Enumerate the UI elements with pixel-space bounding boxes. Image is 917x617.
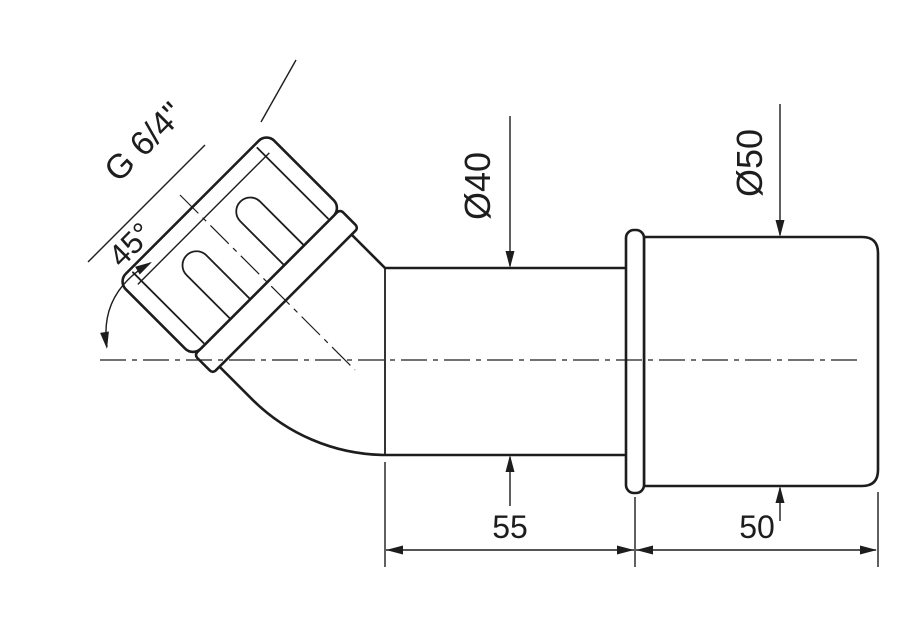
fitting-body — [217, 232, 632, 457]
label-outlet-length: 50 — [739, 509, 775, 545]
dimension-outlet-diameter: Ø50 — [729, 104, 785, 521]
nut-hex-edge-right — [256, 146, 329, 220]
dim-d50-arrow-bottom — [775, 486, 785, 503]
angle-arc-arrow-top — [135, 262, 152, 275]
angle-arc-arrow-bottom — [100, 331, 109, 349]
label-outlet-diameter: Ø50 — [729, 129, 770, 197]
outlet-pipe-outline — [642, 235, 880, 488]
angle-ref-line — [87, 144, 206, 263]
dim-55-arrow-left — [386, 545, 403, 555]
outlet-section — [624, 228, 880, 495]
dimension-outlet-length: 50 — [636, 492, 879, 567]
dim-50-arrow-left — [636, 545, 653, 555]
nut-grip-slot-1 — [181, 250, 252, 320]
dim-d40-arrow-top — [505, 251, 515, 268]
label-thread-size: G 6/4" — [97, 95, 191, 189]
centerline-diagonal — [179, 194, 356, 371]
label-inlet-diameter: Ø40 — [457, 152, 498, 220]
fitting-body-outline — [217, 232, 632, 457]
thread-leader-line — [260, 59, 297, 123]
dim-d50-arrow-top — [775, 220, 785, 237]
centerlines — [100, 194, 858, 371]
dim-50-arrow-right — [860, 545, 877, 555]
flange-ring — [624, 228, 646, 495]
dimension-body-length: 55 — [384, 462, 636, 567]
dim-d40-arrow-bottom — [505, 455, 515, 472]
label-body-length: 55 — [492, 509, 528, 545]
dim-55-arrow-right — [617, 545, 634, 555]
dimension-inlet-diameter: Ø40 — [457, 116, 515, 506]
nut-grip-slot-2 — [235, 196, 305, 267]
nut-hex-edge-left — [131, 271, 205, 344]
